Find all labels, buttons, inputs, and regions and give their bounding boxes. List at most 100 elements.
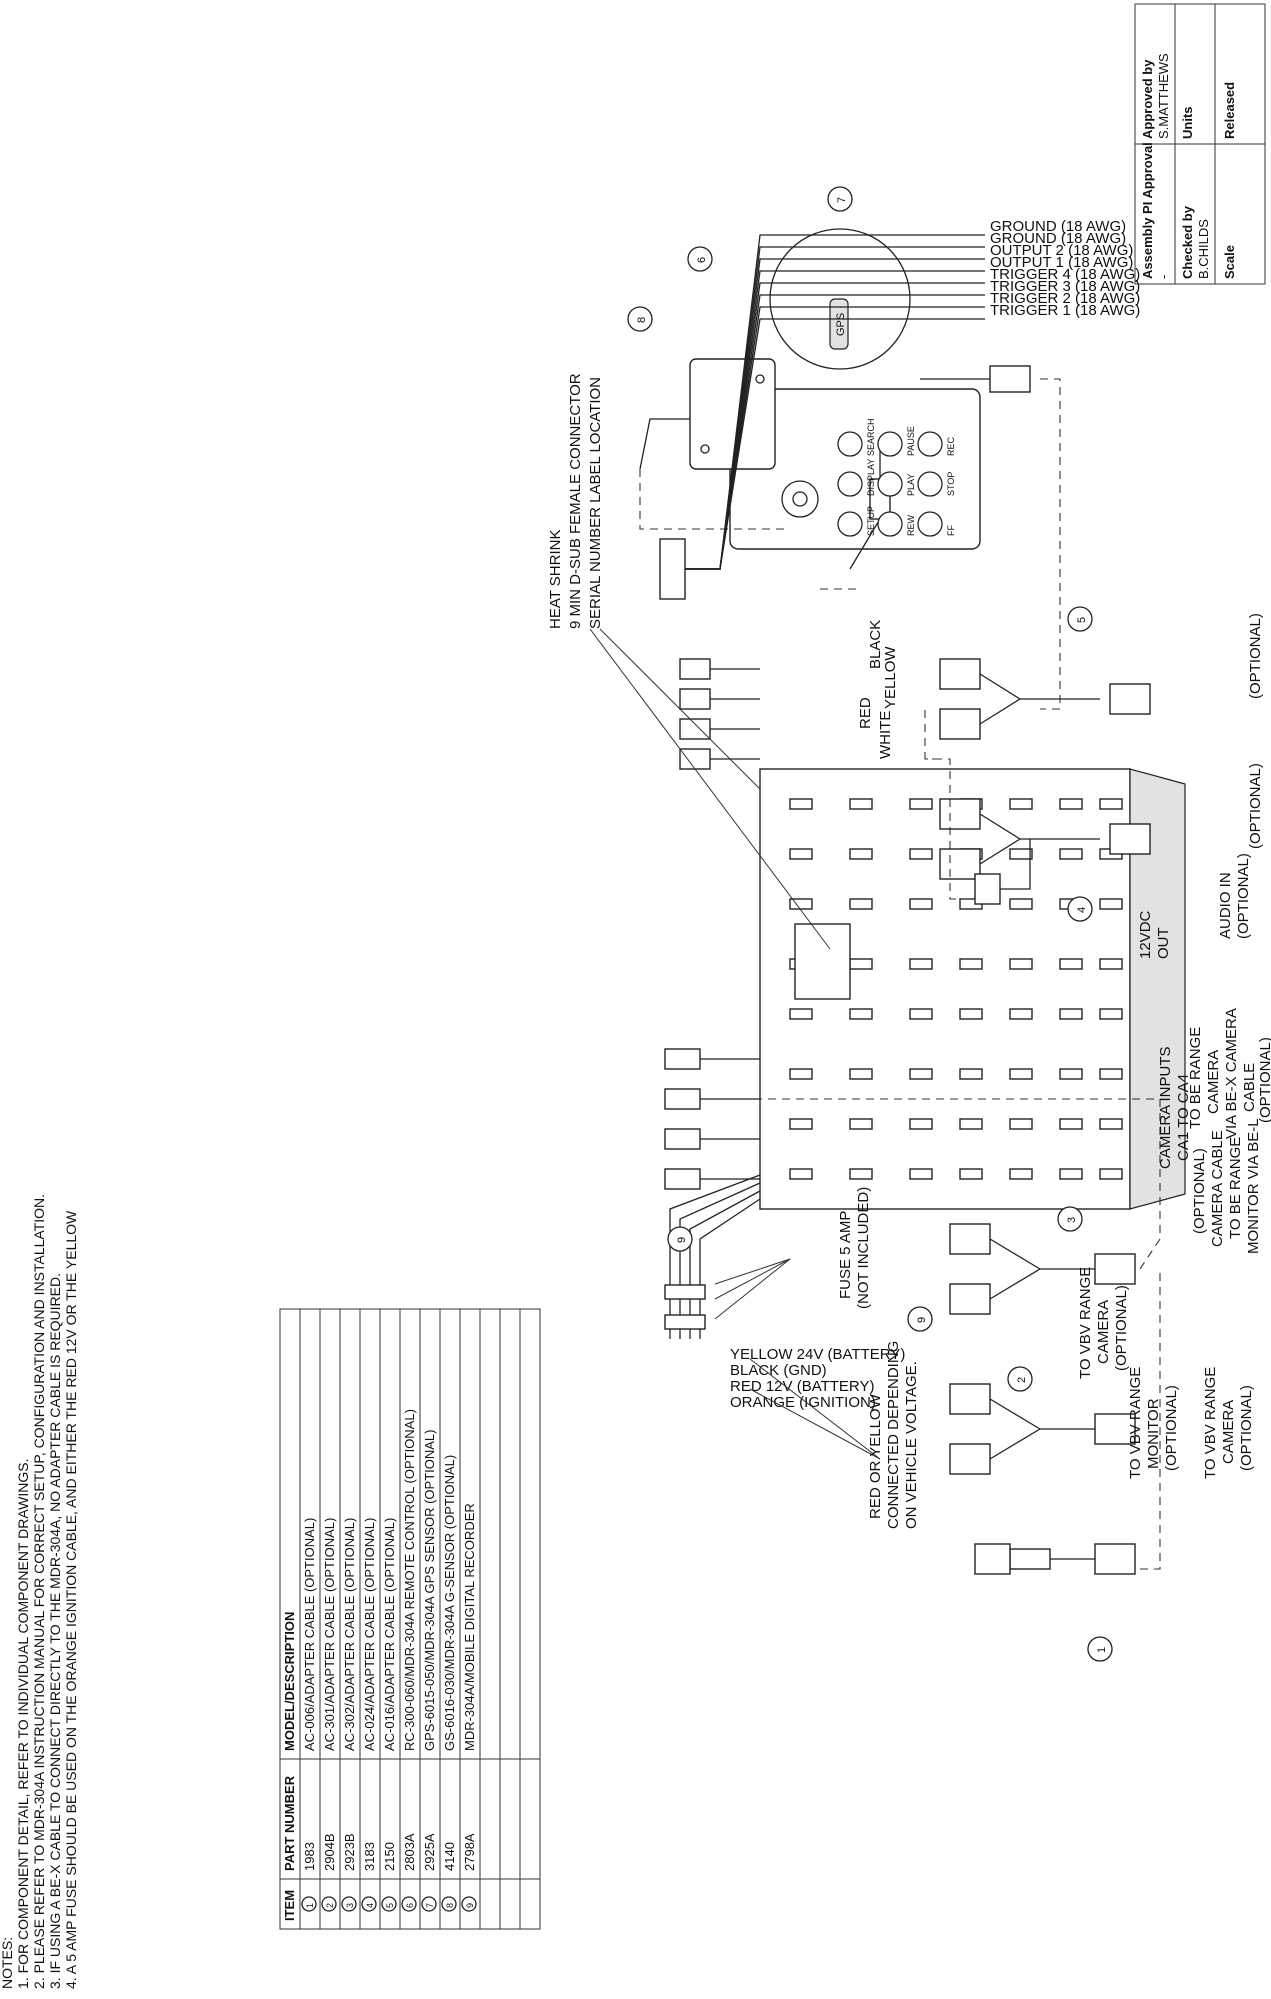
approved-value: S.MATTHEWS — [1156, 53, 1171, 139]
notes-heading: NOTES: — [0, 1937, 15, 1989]
be-monitor-line1: TO BE RANGE — [1227, 1137, 1244, 1239]
item-balloon-number: 5 — [1076, 617, 1088, 623]
optional-4-label: (OPTIONAL) — [1247, 763, 1264, 849]
vent-slot — [1009, 1008, 1033, 1020]
red-or-yellow-line-2: CONNECTED DEPENDING — [885, 1341, 902, 1529]
parts-part-number: 2803A — [402, 1833, 417, 1871]
vent-slot — [959, 958, 983, 970]
fuse-label-1: FUSE 5 AMP — [837, 1211, 854, 1299]
parts-description: GS-6016-030/MDR-304A G-SENSOR (OPTIONAL) — [442, 1455, 457, 1751]
parts-part-number: 2925A — [422, 1833, 437, 1871]
vent-slot — [959, 1008, 983, 1020]
assembly-value: - — [1156, 275, 1171, 279]
vbv-monitor-line3: (OPTIONAL) — [1163, 1385, 1180, 1471]
vent-slot — [909, 798, 933, 810]
checked-value: B.CHILDS — [1196, 219, 1211, 279]
vbv-camera-1-line1: TO VBV RANGE — [1202, 1367, 1219, 1479]
parts-header-part: PART NUMBER — [282, 1775, 297, 1871]
vent-slot — [1059, 848, 1083, 860]
assembly-label: Assembly PI Approval — [1140, 142, 1155, 279]
remote-button — [917, 511, 943, 537]
parts-item-marker — [381, 1896, 397, 1912]
item-balloon — [667, 1226, 693, 1252]
vent-slot — [959, 1118, 983, 1130]
vent-slot — [849, 1168, 873, 1180]
parts-description: AC-301/ADAPTER CABLE (OPTIONAL) — [322, 1518, 337, 1751]
io-wire-label: TRIGGER 4 (18 AWG) — [990, 266, 1140, 283]
units-label: Units — [1180, 107, 1195, 140]
camera-input-plugs — [664, 1048, 760, 1190]
vent-slot — [789, 1068, 813, 1080]
remote-button — [877, 511, 903, 537]
remote-button — [837, 431, 863, 457]
vbv-camera-2-line2: CAMERA — [1095, 1300, 1112, 1364]
be-camera-line3: VIA BE-X CAMERA — [1223, 1008, 1240, 1139]
vent-slot — [1009, 898, 1033, 910]
vbv-monitor-line2: MONITOR — [1145, 1398, 1162, 1469]
item-balloon-number: 7 — [836, 197, 848, 203]
camera-plug — [664, 1168, 701, 1190]
approved-label: Approved by — [1140, 59, 1155, 139]
vent-slot — [849, 848, 873, 860]
released-label: Released — [1222, 82, 1237, 139]
parts-description: GPS-6015-050/MDR-304A GPS SENSOR (OPTION… — [422, 1430, 437, 1752]
io-wire-label: TRIGGER 2 (18 AWG) — [990, 290, 1140, 307]
item-balloon-number: 9 — [916, 1317, 928, 1323]
gps-and-gsensor: GPS — [639, 228, 1061, 710]
vent-slot — [789, 848, 813, 860]
parts-item-number: 3 — [345, 1903, 355, 1908]
note-1: 1. FOR COMPONENT DETAIL, REFER TO INDIVI… — [15, 1458, 31, 1989]
vent-slot — [849, 1008, 873, 1020]
rca-plug — [679, 718, 711, 740]
parts-part-number: 2798A — [462, 1833, 477, 1871]
item-balloon-number: 8 — [636, 317, 648, 323]
audio-in-line2: (OPTIONAL) — [1235, 853, 1252, 939]
vent-slot — [789, 1008, 813, 1020]
vent-slot — [909, 898, 933, 910]
vent-slot — [1099, 898, 1123, 910]
remote-button-label: FF — [946, 525, 956, 536]
parts-item-marker — [421, 1896, 437, 1912]
remote-button-label: DISPLAY — [866, 459, 876, 496]
item-balloon — [687, 246, 713, 272]
optional-5-label: (OPTIONAL) — [1247, 613, 1264, 699]
parts-table: ITEM PART NUMBER MODEL/DESCRIPTION 11983… — [279, 1308, 541, 1930]
remote-button — [877, 431, 903, 457]
power-orange-label: ORANGE (IGNITION) — [730, 1394, 876, 1411]
title-block: Assembly PI Approval - Approved by S.MAT… — [1134, 3, 1266, 285]
parts-item-number: 6 — [405, 1903, 415, 1908]
parts-description: AC-006/ADAPTER CABLE (OPTIONAL) — [302, 1518, 317, 1751]
be-camera-line4: CABLE — [1241, 1063, 1258, 1112]
remote-button-label: SEARCH — [866, 418, 876, 456]
gps-badge-text: GPS — [835, 313, 847, 336]
checked-label: Checked by — [1180, 205, 1195, 279]
vent-slot — [1099, 1008, 1123, 1020]
vent-slot — [1009, 1068, 1033, 1080]
io-wire — [685, 234, 985, 570]
vbv-camera-1-line2: CAMERA — [1220, 1400, 1237, 1464]
item-balloon — [907, 1306, 933, 1332]
parts-description: MDR-304A/MOBILE DIGITAL RECORDER — [462, 1503, 477, 1751]
vent-slot — [789, 1168, 813, 1180]
parts-item-number: 1 — [305, 1903, 315, 1908]
vent-slot — [849, 958, 873, 970]
parts-header-item: ITEM — [282, 1890, 297, 1921]
parts-part-number: 2923B — [342, 1833, 357, 1871]
vent-slot — [1059, 1118, 1083, 1130]
parts-description: RC-300-060/MDR-304A REMOTE CONTROL (OPTI… — [402, 1409, 417, 1751]
notes-block: NOTES: 1. FOR COMPONENT DETAIL, REFER TO… — [0, 1194, 79, 1989]
vbv-camera-1-line3: (OPTIONAL) — [1238, 1385, 1255, 1471]
vent-slot — [959, 1168, 983, 1180]
remote-button-label: STOP — [946, 472, 956, 496]
parts-description: AC-024/ADAPTER CABLE (OPTIONAL) — [362, 1518, 377, 1751]
black-label: BLACK — [867, 620, 884, 669]
vent-slot — [1099, 798, 1123, 810]
be-camera-line1: TO BE RANGE — [1187, 1027, 1204, 1129]
vbv-camera-2-line1: TO VBV RANGE — [1077, 1267, 1094, 1379]
item-balloon — [1087, 1636, 1113, 1662]
vent-slot — [789, 898, 813, 910]
